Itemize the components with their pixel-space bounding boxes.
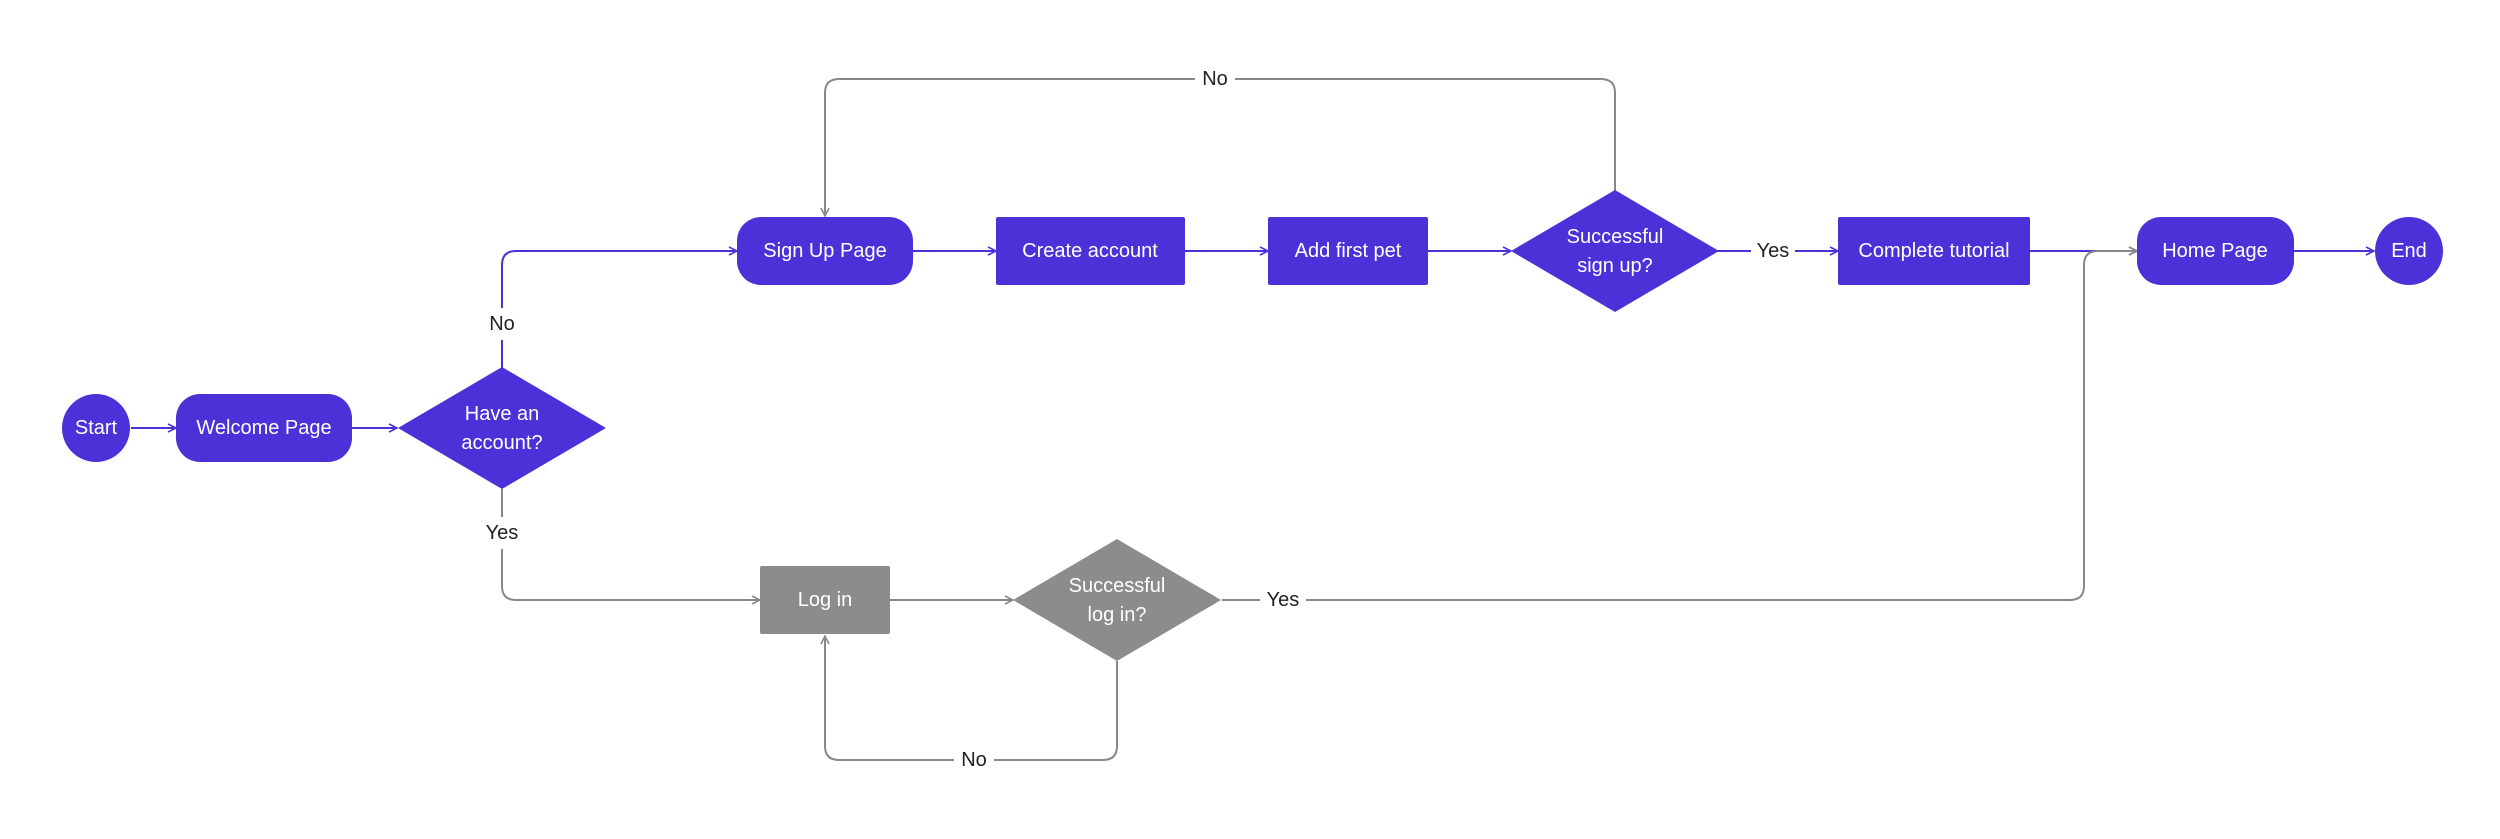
- node-successful-sign-up-label-line2: sign up?: [1577, 255, 1653, 277]
- node-start[interactable]: Start: [62, 394, 130, 462]
- node-log-in[interactable]: Log in: [760, 566, 890, 634]
- label-login-no: No: [961, 749, 987, 771]
- node-complete-tutorial-label: Complete tutorial: [1858, 240, 2009, 262]
- node-add-first-pet-label: Add first pet: [1295, 240, 1402, 262]
- node-complete-tutorial[interactable]: Complete tutorial: [1838, 217, 2030, 285]
- node-sign-up-page-label: Sign Up Page: [763, 240, 886, 262]
- node-successful-log-in-label-line1: Successful: [1069, 575, 1166, 597]
- edge-signup-no-loop: [825, 78, 1616, 216]
- label-have-account-no: No: [489, 313, 515, 335]
- node-end[interactable]: End: [2375, 217, 2443, 285]
- node-have-account-label-line2: account?: [461, 432, 542, 454]
- node-have-account-label-line1: Have an: [465, 403, 540, 425]
- node-have-account[interactable]: Have an account?: [398, 367, 606, 489]
- node-successful-log-in[interactable]: Successful log in?: [1013, 539, 1221, 661]
- node-welcome-page[interactable]: Welcome Page: [176, 394, 352, 462]
- label-have-account-yes: Yes: [486, 522, 519, 544]
- edge-have-account-yes-to-login: [501, 489, 760, 600]
- node-create-account[interactable]: Create account: [996, 217, 1185, 285]
- node-successful-sign-up[interactable]: Successful sign up?: [1511, 190, 1719, 312]
- edge-labels: No Yes No Yes Yes No: [480, 63, 1795, 776]
- edge-have-account-no-to-signup: [501, 251, 737, 369]
- node-add-first-pet[interactable]: Add first pet: [1268, 217, 1428, 285]
- node-end-label: End: [2391, 240, 2427, 262]
- edge-login-no-loop: [825, 636, 1118, 761]
- node-successful-sign-up-label-line1: Successful: [1567, 226, 1664, 248]
- label-login-yes: Yes: [1267, 589, 1300, 611]
- node-home-page[interactable]: Home Page: [2137, 217, 2294, 285]
- edge-login-yes-to-home: [1222, 251, 2137, 601]
- node-start-label: Start: [75, 417, 118, 439]
- node-successful-log-in-label-line2: log in?: [1088, 604, 1147, 626]
- node-welcome-page-label: Welcome Page: [196, 417, 331, 439]
- label-signup-yes: Yes: [1757, 240, 1790, 262]
- node-sign-up-page[interactable]: Sign Up Page: [737, 217, 913, 285]
- node-home-page-label: Home Page: [2162, 240, 2268, 262]
- node-create-account-label: Create account: [1022, 240, 1158, 262]
- label-signup-no: No: [1202, 68, 1228, 90]
- node-log-in-label: Log in: [798, 589, 853, 611]
